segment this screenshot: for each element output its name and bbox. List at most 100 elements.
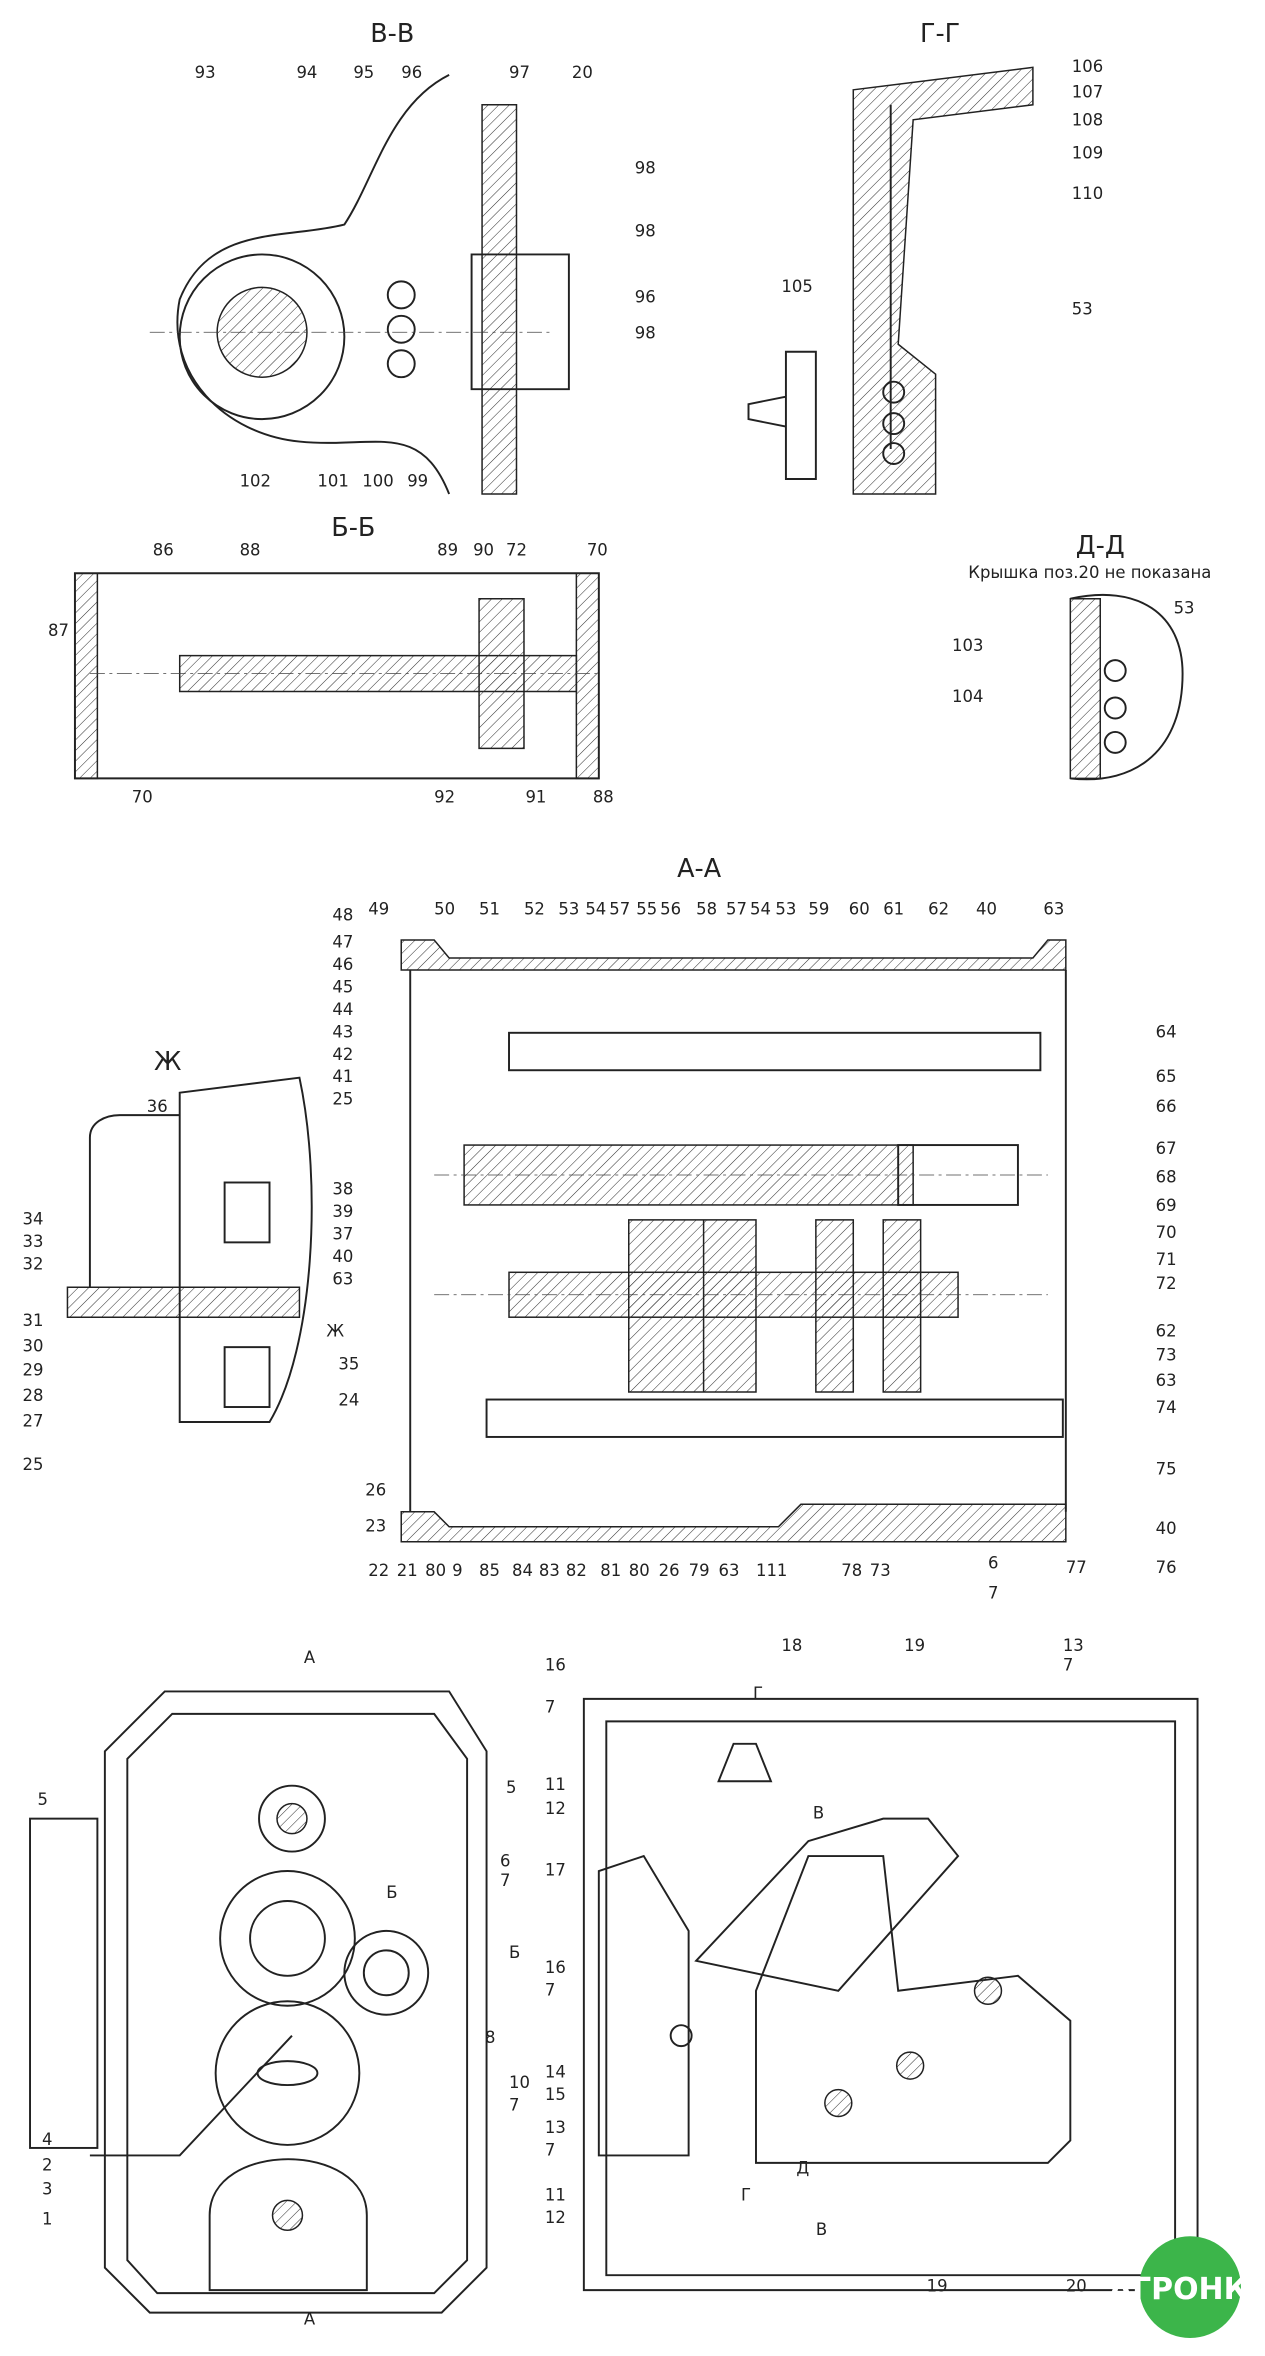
callout-label: Г bbox=[741, 2185, 751, 2204]
callout-label: 48 bbox=[332, 906, 353, 925]
callout-label: 4 bbox=[42, 2130, 52, 2149]
callout-label: 12 bbox=[545, 2208, 566, 2227]
callout-label: 11 bbox=[545, 1775, 566, 1794]
callout-label: 97 bbox=[509, 63, 530, 82]
callout-label: 32 bbox=[23, 1254, 44, 1273]
callout-label: 62 bbox=[1156, 1322, 1177, 1341]
callout-label: 53 bbox=[775, 900, 796, 919]
callout-label: 40 bbox=[332, 1247, 353, 1266]
callout-label: 92 bbox=[434, 787, 455, 806]
callout-label: 63 bbox=[1043, 900, 1064, 919]
callout-label: 7 bbox=[545, 1980, 555, 1999]
callout-label: 57 bbox=[726, 900, 747, 919]
callout-label: 88 bbox=[593, 787, 614, 806]
callout-label: 21 bbox=[397, 1561, 418, 1580]
callout-label: 61 bbox=[883, 900, 904, 919]
callout-label: В bbox=[813, 1804, 824, 1823]
callout-label: 17 bbox=[545, 1861, 566, 1880]
callout-label: 11 bbox=[545, 2185, 566, 2204]
callout-label: 103 bbox=[952, 636, 983, 655]
callout-label: 39 bbox=[332, 1202, 353, 1221]
callout-label: Г bbox=[753, 1684, 763, 1703]
section-dd-drawing bbox=[1069, 594, 1184, 781]
callout-label: 53 bbox=[1072, 299, 1093, 318]
callout-label: 60 bbox=[849, 900, 870, 919]
callout-label: 69 bbox=[1156, 1196, 1177, 1215]
callout-label: 86 bbox=[153, 540, 174, 559]
callout-label: 105 bbox=[781, 277, 812, 296]
callout-label: 16 bbox=[545, 1655, 566, 1674]
callout-label: 52 bbox=[524, 900, 545, 919]
callout-label: 54 bbox=[585, 900, 606, 919]
callout-label: 70 bbox=[587, 540, 608, 559]
callout-label: 34 bbox=[23, 1209, 44, 1228]
callout-label: 20 bbox=[1066, 2277, 1087, 2296]
section-dd-note: Крышка поз.20 не показана bbox=[968, 563, 1211, 582]
callout-label: 62 bbox=[928, 900, 949, 919]
callout-label: 7 bbox=[1063, 1655, 1073, 1674]
callout-label: 5 bbox=[38, 1790, 48, 1809]
callout-label: 14 bbox=[545, 2063, 566, 2082]
callout-label: 98 bbox=[635, 323, 656, 342]
section-title-zh: Ж bbox=[154, 1046, 181, 1076]
callout-label: 84 bbox=[512, 1561, 533, 1580]
callout-label: А bbox=[304, 2310, 316, 2329]
callout-label: 7 bbox=[545, 2140, 555, 2159]
callout-label: 74 bbox=[1156, 1398, 1177, 1417]
callout-label: 15 bbox=[545, 2085, 566, 2104]
callout-label: 7 bbox=[500, 1871, 510, 1890]
callout-label: Б bbox=[509, 1943, 520, 1962]
callout-label: 44 bbox=[332, 1000, 353, 1019]
section-title-aa: А-А bbox=[677, 853, 722, 883]
callout-label: 57 bbox=[609, 900, 630, 919]
callout-label: 63 bbox=[719, 1561, 740, 1580]
callout-label: 108 bbox=[1072, 111, 1103, 130]
callout-label: 93 bbox=[195, 63, 216, 82]
callout-label: Б bbox=[386, 1883, 397, 1902]
callout-label: 85 bbox=[479, 1561, 500, 1580]
callout-label: 55 bbox=[636, 900, 657, 919]
callout-label: 53 bbox=[558, 900, 579, 919]
callout-label: 63 bbox=[332, 1269, 353, 1288]
callout-label: 41 bbox=[332, 1067, 353, 1086]
callout-label: 43 bbox=[332, 1022, 353, 1041]
callout-label: 58 bbox=[696, 900, 717, 919]
callout-label: 94 bbox=[296, 63, 317, 82]
callout-label: А bbox=[304, 1648, 316, 1667]
section-bb-drawing bbox=[73, 572, 600, 780]
front-view-drawing bbox=[29, 1690, 488, 2314]
callout-label: 16 bbox=[545, 1958, 566, 1977]
callout-label: 5 bbox=[506, 1778, 516, 1797]
callout-label: Д bbox=[796, 2158, 809, 2177]
callout-label: 28 bbox=[23, 1386, 44, 1405]
callout-label: 54 bbox=[750, 900, 771, 919]
callout-label: 46 bbox=[332, 955, 353, 974]
section-zh-drawing bbox=[66, 1076, 313, 1423]
callout-label: 98 bbox=[635, 159, 656, 178]
section-title-gg: Г-Г bbox=[920, 18, 960, 48]
callout-label: 13 bbox=[545, 2118, 566, 2137]
callout-label: 65 bbox=[1156, 1067, 1177, 1086]
callout-label: 51 bbox=[479, 900, 500, 919]
callout-label: 7 bbox=[509, 2096, 519, 2115]
callout-label: 96 bbox=[635, 287, 656, 306]
callout-label: 95 bbox=[353, 63, 374, 82]
callout-label: 90 bbox=[473, 540, 494, 559]
section-aa-drawing bbox=[400, 939, 1067, 1543]
callout-label: Ж bbox=[326, 1322, 344, 1341]
callout-label: 110 bbox=[1072, 184, 1103, 203]
callout-label: 3 bbox=[42, 2179, 52, 2198]
callout-label: 70 bbox=[132, 787, 153, 806]
callout-label: 70 bbox=[1156, 1223, 1177, 1242]
callout-label: 102 bbox=[240, 471, 271, 490]
section-title-vv: В-В bbox=[370, 18, 414, 48]
callout-label: 20 bbox=[572, 63, 593, 82]
logo-text: АГРОНКА bbox=[1109, 2272, 1265, 2307]
callout-label: 72 bbox=[1156, 1274, 1177, 1293]
callout-label: В bbox=[816, 2220, 827, 2239]
callout-label: 38 bbox=[332, 1179, 353, 1198]
callout-label: 78 bbox=[841, 1561, 862, 1580]
callout-label: 22 bbox=[368, 1561, 389, 1580]
callout-label: 1 bbox=[42, 2209, 52, 2228]
